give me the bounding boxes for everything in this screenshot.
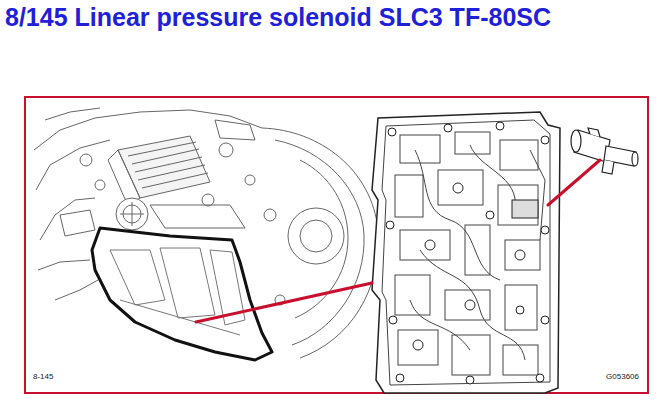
transmission-drawing (34, 108, 378, 358)
frame (25, 97, 648, 393)
oil-pan (92, 228, 272, 360)
valve-body (372, 112, 560, 393)
leader-line (196, 160, 600, 322)
oil-pan-ribs (110, 248, 245, 335)
figure-code: G053606 (605, 372, 640, 381)
solenoid-icon (571, 128, 638, 174)
title: 8/145 Linear pressure solenoid SLC3 TF-8… (5, 2, 583, 32)
figure-code: 8-145 (32, 372, 54, 381)
